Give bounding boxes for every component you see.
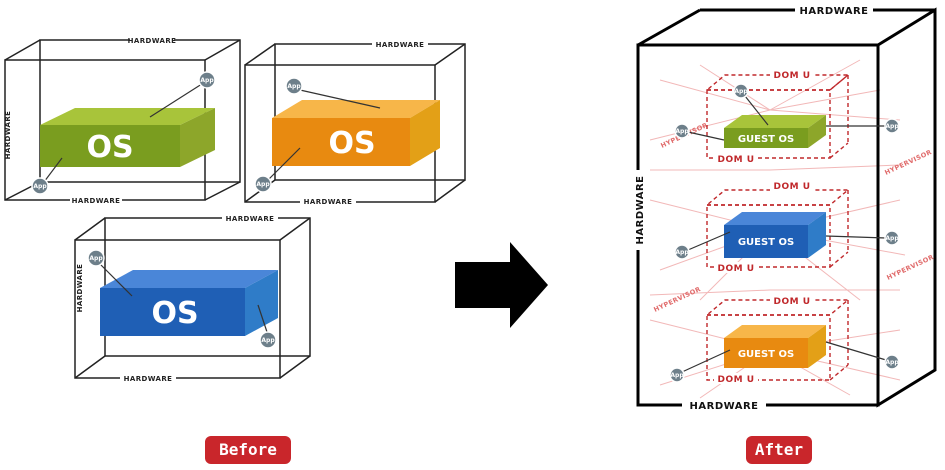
- app-icon: [87, 249, 105, 267]
- before-box-green: OS App App HARDWARE HARDWARE HARDWARE: [4, 36, 241, 205]
- svg-text:DOM U: DOM U: [773, 182, 810, 192]
- app-icon: [31, 177, 49, 195]
- app-icon: [884, 118, 900, 134]
- svg-text:DOM U: DOM U: [717, 264, 754, 274]
- svg-text:App: App: [89, 255, 103, 262]
- svg-text:App: App: [287, 83, 301, 90]
- svg-text:DOM U: DOM U: [717, 375, 754, 385]
- svg-text:App: App: [261, 337, 275, 344]
- before-box-orange: OS App App HARDWARE HARDWARE: [244, 40, 466, 206]
- svg-text:DOM U: DOM U: [773, 297, 810, 307]
- after-badge: After: [746, 436, 812, 464]
- dom-u-blue: DOM U DOM U GUEST OS App App: [674, 180, 900, 274]
- guest-os-label-orange: GUEST OS: [738, 349, 794, 360]
- app-icon: [254, 175, 272, 193]
- app-icon: [733, 83, 749, 99]
- svg-text:App: App: [885, 359, 899, 366]
- os-label-green: OS: [86, 130, 133, 165]
- svg-text:HARDWARE: HARDWARE: [72, 197, 121, 205]
- svg-text:HYPERVISOR: HYPERVISOR: [885, 253, 935, 282]
- dom-u-orange: DOM U DOM U GUEST OS App App: [669, 295, 900, 385]
- app-icon: [285, 77, 303, 95]
- after-hardware-left: HARDWARE: [635, 176, 646, 245]
- app-icon: [669, 367, 685, 383]
- svg-text:App: App: [885, 123, 899, 130]
- svg-text:HARDWARE: HARDWARE: [226, 215, 275, 223]
- after-hardware-top: HARDWARE: [800, 6, 869, 17]
- app-icon: [674, 244, 690, 260]
- before-box-blue: OS App App HARDWARE HARDWARE HARDWARE: [74, 214, 311, 383]
- svg-text:HARDWARE: HARDWARE: [124, 375, 173, 383]
- svg-text:App: App: [675, 128, 689, 135]
- svg-text:DOM U: DOM U: [773, 71, 810, 81]
- dom-u-green: DOM U DOM U GUEST OS App App App: [674, 69, 900, 165]
- os-label-orange: OS: [328, 126, 375, 161]
- app-icon: [884, 354, 900, 370]
- app-icon: [198, 71, 216, 89]
- svg-text:App: App: [256, 181, 270, 188]
- app-icon: [259, 331, 277, 349]
- app-icon: [674, 123, 690, 139]
- guest-os-label-blue: GUEST OS: [738, 237, 794, 248]
- svg-text:HARDWARE: HARDWARE: [76, 264, 84, 313]
- svg-text:HARDWARE: HARDWARE: [376, 41, 425, 49]
- app-icon: [884, 230, 900, 246]
- after-hardware-bottom: HARDWARE: [690, 401, 759, 412]
- before-badge: Before: [205, 436, 291, 464]
- svg-text:HARDWARE: HARDWARE: [304, 198, 353, 206]
- guest-os-label-green: GUEST OS: [738, 134, 794, 145]
- os-label-blue: OS: [151, 296, 198, 331]
- svg-text:HARDWARE: HARDWARE: [4, 111, 12, 160]
- svg-text:HYPERVISOR: HYPERVISOR: [883, 148, 933, 177]
- svg-text:App: App: [734, 88, 748, 95]
- svg-text:HYPERVISOR: HYPERVISOR: [652, 285, 702, 314]
- svg-text:App: App: [885, 235, 899, 242]
- svg-text:App: App: [670, 372, 684, 379]
- svg-text:App: App: [33, 183, 47, 190]
- svg-text:App: App: [200, 77, 214, 84]
- svg-text:App: App: [675, 249, 689, 256]
- right-arrow-icon: [455, 242, 548, 328]
- svg-text:HARDWARE: HARDWARE: [128, 37, 177, 45]
- svg-text:DOM U: DOM U: [717, 155, 754, 165]
